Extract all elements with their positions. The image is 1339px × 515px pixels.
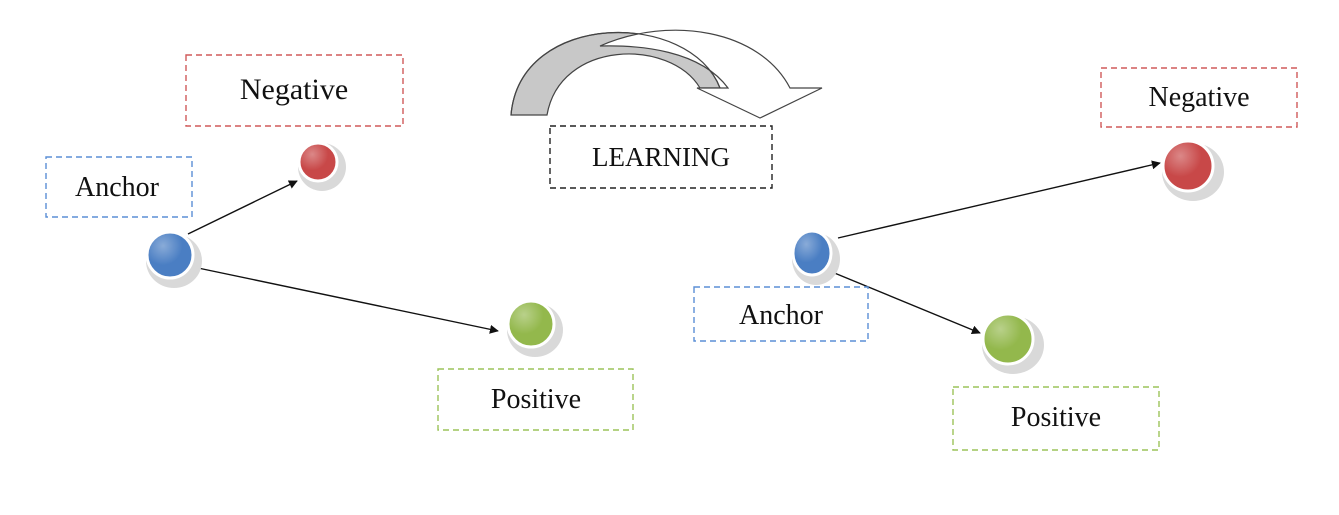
after-anchor-box: Anchor: [693, 286, 869, 342]
before-anchor-to-positive-edge: [197, 267, 499, 334]
before-anchor-node: [145, 230, 202, 288]
curved-arrow-icon: [510, 29, 823, 119]
before-positive-box: Positive: [437, 368, 634, 431]
learning-label: LEARNING: [592, 142, 730, 172]
after-positive-label: Positive: [1011, 402, 1101, 433]
before-anchor-to-negative-edge: [187, 180, 298, 235]
learning-section: LEARNING: [510, 29, 823, 189]
after-positive-node: [981, 312, 1044, 374]
before-negative-box: Negative: [185, 54, 404, 127]
after-anchor-label: Anchor: [739, 300, 824, 331]
after-anchor-to-negative-edge: [837, 160, 1161, 239]
after-anchor-node: [791, 229, 840, 285]
after-panel: Negative Anchor Positive: [693, 67, 1298, 451]
before-negative-label: Negative: [240, 73, 348, 106]
after-anchor-to-positive-edge: [831, 271, 981, 335]
before-anchor-box: Anchor: [45, 156, 193, 218]
before-anchor-label: Anchor: [75, 172, 160, 203]
after-negative-node: [1161, 139, 1224, 201]
before-panel: Negative Anchor Positive: [45, 54, 634, 431]
before-positive-label: Positive: [491, 384, 581, 415]
before-negative-node: [297, 141, 346, 191]
after-negative-label: Negative: [1148, 82, 1249, 113]
learning-box: LEARNING: [549, 125, 773, 189]
after-positive-box: Positive: [952, 386, 1160, 451]
before-positive-node: [506, 299, 563, 357]
after-negative-box: Negative: [1100, 67, 1298, 128]
